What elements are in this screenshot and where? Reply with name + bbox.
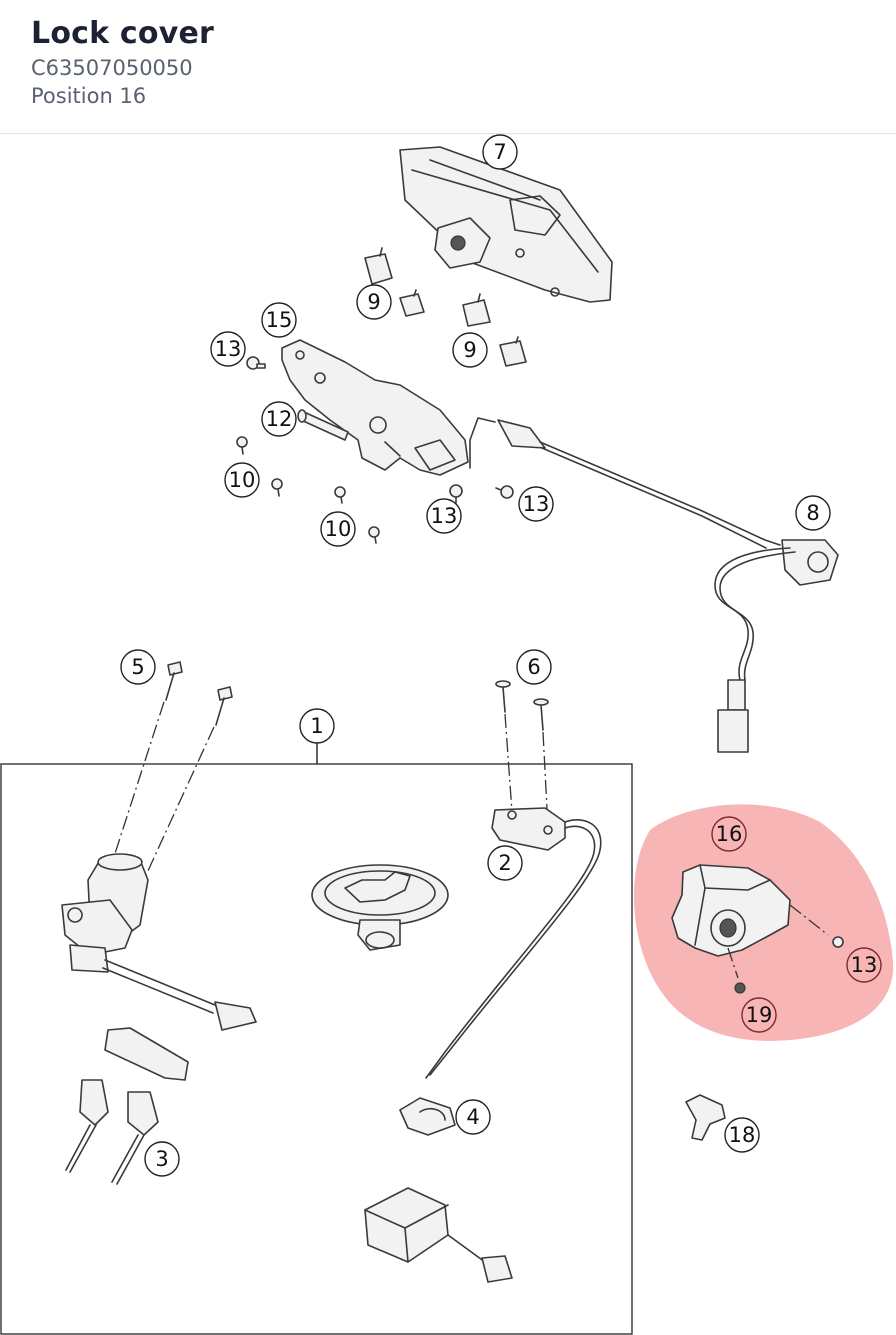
svg-text:10: 10 [325, 517, 352, 541]
part-1-control-unit[interactable] [364, 1187, 513, 1283]
callout-13[interactable]: 13 [846, 947, 882, 983]
callout-3[interactable]: 3 [144, 1141, 180, 1177]
svg-text:19: 19 [746, 1003, 773, 1027]
svg-text:9: 9 [367, 290, 380, 314]
part-9-grommets[interactable] [364, 247, 527, 367]
svg-text:18: 18 [729, 1123, 756, 1147]
callout-15[interactable]: 15 [261, 302, 297, 338]
svg-text:13: 13 [851, 953, 878, 977]
position-label: Position 16 [31, 84, 147, 108]
svg-text:3: 3 [155, 1147, 168, 1171]
svg-text:4: 4 [466, 1105, 479, 1129]
svg-text:5: 5 [131, 655, 144, 679]
part-4-clip[interactable] [399, 1097, 456, 1136]
svg-text:16: 16 [716, 822, 743, 846]
svg-text:8: 8 [806, 501, 819, 525]
callout-5[interactable]: 5 [120, 649, 156, 685]
screws-10-13[interactable] [236, 356, 514, 544]
callout-9[interactable]: 9 [356, 284, 392, 320]
part-7-instrument-cluster[interactable] [399, 146, 613, 303]
svg-text:13: 13 [215, 337, 242, 361]
callout-9[interactable]: 9 [452, 332, 488, 368]
callout-16[interactable]: 16 [711, 816, 747, 852]
part-3-keys[interactable] [65, 1027, 189, 1185]
svg-text:13: 13 [523, 492, 550, 516]
callout-12[interactable]: 12 [261, 401, 297, 437]
svg-text:2: 2 [498, 851, 511, 875]
part-1-ignition-lock[interactable] [61, 853, 257, 1031]
part-number: C63507050050 [31, 56, 193, 80]
page-title: Lock cover [31, 16, 214, 51]
part-12-pin[interactable] [297, 409, 349, 441]
callout-2[interactable]: 2 [487, 845, 523, 881]
svg-text:7: 7 [493, 140, 506, 164]
callout-8[interactable]: 8 [795, 495, 831, 531]
callout-7[interactable]: 7 [482, 134, 518, 170]
callout-18[interactable]: 18 [724, 1117, 760, 1153]
callout-19[interactable]: 19 [741, 997, 777, 1033]
callout-6[interactable]: 6 [516, 649, 552, 685]
part-16-lock-cover[interactable] [671, 864, 844, 994]
callout-1[interactable]: 1 [299, 708, 335, 744]
svg-text:9: 9 [463, 338, 476, 362]
svg-text:12: 12 [266, 407, 293, 431]
svg-text:10: 10 [229, 468, 256, 492]
page-header: Lock cover C63507050050 Position 16 [0, 0, 896, 134]
part-1-fuel-cap[interactable] [311, 864, 449, 951]
callout-13[interactable]: 13 [210, 331, 246, 367]
part-8-wiring-harness[interactable] [469, 417, 839, 753]
callout-10[interactable]: 10 [224, 462, 260, 498]
callout-13[interactable]: 13 [426, 498, 462, 534]
svg-text:13: 13 [431, 504, 458, 528]
kit-outline-box [0, 763, 633, 1335]
callout-4[interactable]: 4 [455, 1099, 491, 1135]
callout-10[interactable]: 10 [320, 511, 356, 547]
part-18-bracket[interactable] [685, 1094, 726, 1141]
callout-13[interactable]: 13 [518, 486, 554, 522]
part-2-sensor[interactable] [425, 807, 602, 1079]
part-6-screws[interactable] [495, 680, 549, 829]
part-15-holder-bracket[interactable] [281, 339, 469, 476]
svg-text:15: 15 [266, 308, 293, 332]
svg-text:6: 6 [527, 655, 540, 679]
svg-text:1: 1 [310, 714, 323, 738]
